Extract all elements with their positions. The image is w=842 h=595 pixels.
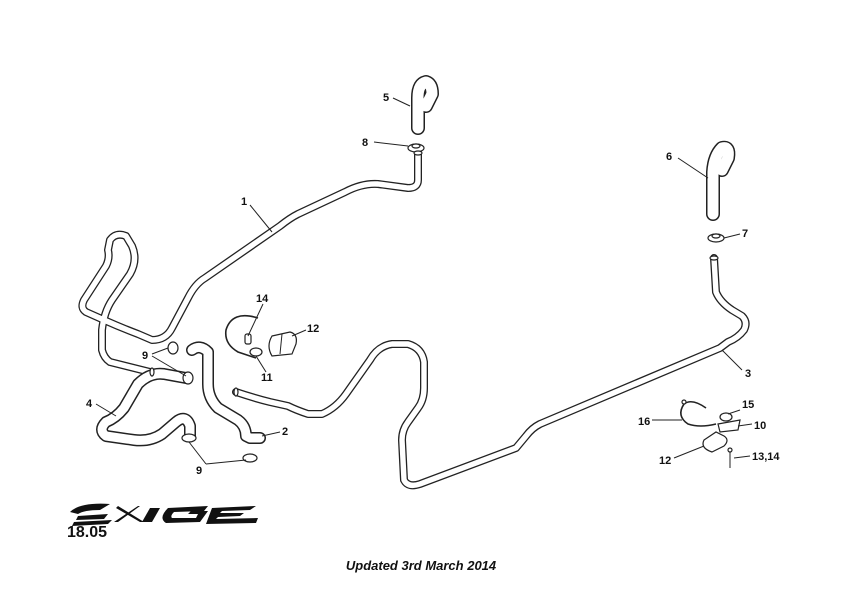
callout-15: 15 <box>742 399 754 411</box>
pipe-1 <box>78 149 422 376</box>
update-note: Updated 3rd March 2014 <box>345 558 497 573</box>
callout-16: 16 <box>638 416 650 428</box>
callout-2: 2 <box>282 426 288 438</box>
callout-12-lower: 12 <box>659 455 671 467</box>
pipe-3 <box>232 254 750 490</box>
callout-9-upper: 9 <box>142 350 148 362</box>
clip-8 <box>407 143 425 153</box>
clip-7 <box>707 233 725 243</box>
callout-1: 1 <box>241 196 247 208</box>
callout-labels: 1 2 3 4 5 6 7 8 9 9 10 11 12 12 13,14 14… <box>86 92 780 477</box>
pipe-ends <box>149 150 719 397</box>
page-number: 18.05 <box>67 524 108 541</box>
exige-logo-icon <box>70 503 258 526</box>
callout-6: 6 <box>666 151 672 163</box>
callout-11: 11 <box>261 372 273 384</box>
callout-8: 8 <box>362 137 368 149</box>
callout-13-14: 13,14 <box>752 451 780 463</box>
hose-2 <box>186 341 266 444</box>
callout-9-lower: 9 <box>196 465 202 477</box>
callout-12-upper: 12 <box>307 323 319 335</box>
callout-10: 10 <box>754 420 766 432</box>
callout-5: 5 <box>383 92 389 104</box>
bracket-assembly-right <box>680 399 741 468</box>
hose-5 <box>411 75 439 135</box>
callout-14: 14 <box>256 293 269 305</box>
clip-9-upper <box>167 341 194 385</box>
callout-7: 7 <box>742 228 748 240</box>
leader-lines <box>95 97 753 465</box>
bracket-assembly-left <box>224 314 297 359</box>
callout-3: 3 <box>745 368 751 380</box>
hose-6 <box>706 140 736 221</box>
hose-4 <box>96 367 196 447</box>
callout-4: 4 <box>86 398 93 410</box>
